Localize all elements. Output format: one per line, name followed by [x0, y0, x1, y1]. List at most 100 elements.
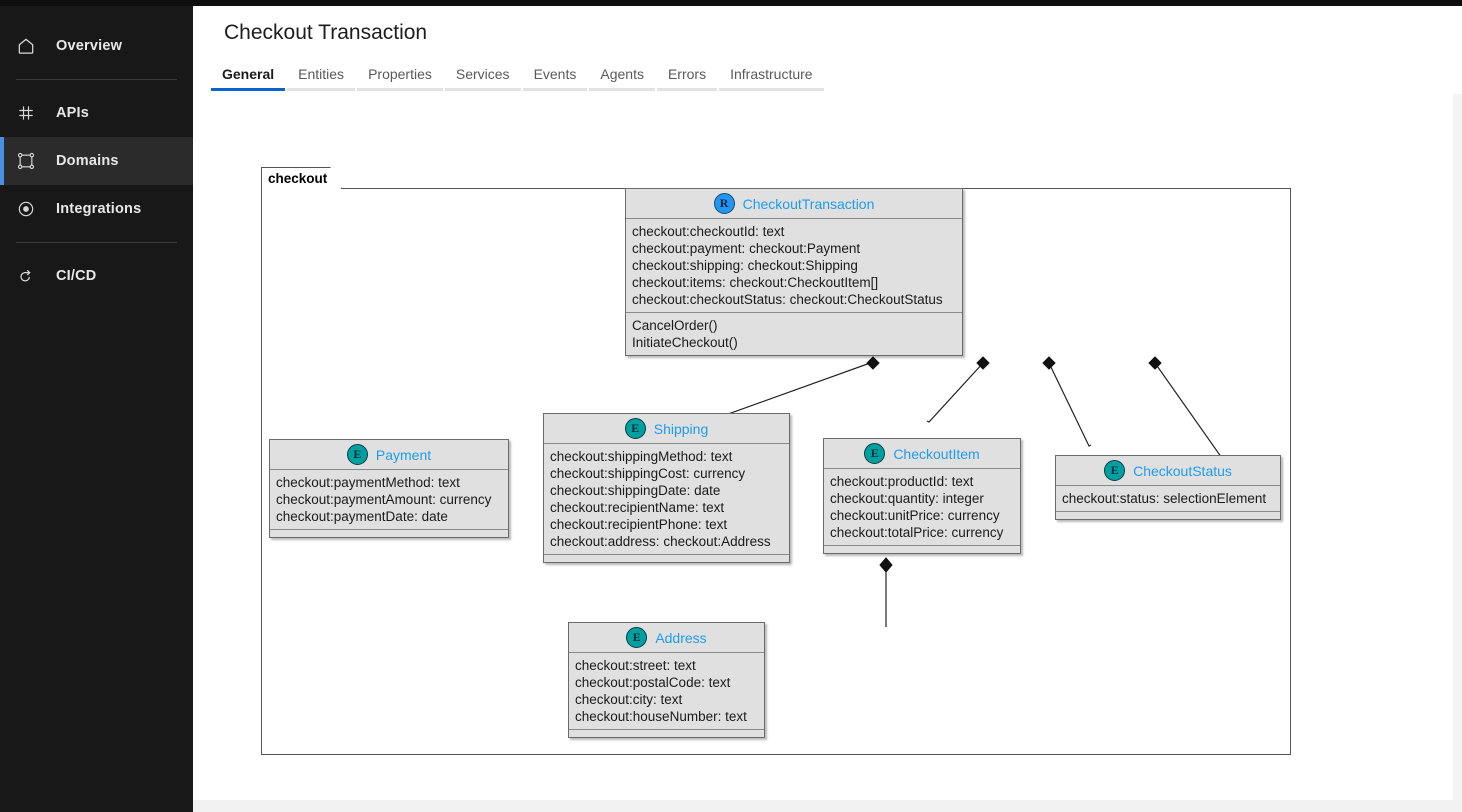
uml-class-name: Payment: [376, 447, 431, 463]
uml-attribute: checkout:shippingDate: date: [550, 482, 784, 499]
uml-attribute: checkout:productId: text: [830, 473, 1015, 490]
uml-operation-list: [569, 729, 764, 737]
sidebar-item-label: Integrations: [56, 202, 141, 217]
cycle-arrow-icon: [14, 264, 38, 288]
uml-attribute: checkout:totalPrice: currency: [830, 524, 1015, 541]
uml-attribute: checkout:quantity: integer: [830, 490, 1015, 507]
edge-checkouttransaction-checkoutitem: [1049, 363, 1091, 446]
composition-diamond-payment: [867, 357, 879, 369]
tab-infrastructure[interactable]: Infrastructure: [718, 60, 824, 91]
uml-attribute-list: checkout:paymentMethod: text checkout:pa…: [270, 470, 508, 529]
uml-attribute: checkout:shippingMethod: text: [550, 448, 784, 465]
uml-operation-list: [1056, 511, 1280, 519]
sidebar-item-apis[interactable]: APIs: [0, 89, 193, 137]
tab-agents[interactable]: Agents: [588, 60, 656, 91]
uml-attribute: checkout:payment: checkout:Payment: [632, 240, 957, 257]
tab-properties[interactable]: Properties: [356, 60, 444, 91]
uml-class-name: CheckoutItem: [893, 446, 979, 462]
uml-attribute: checkout:status: selectionElement: [1062, 490, 1275, 507]
uml-class-header: E Payment: [270, 440, 508, 470]
uml-attribute: checkout:postalCode: text: [575, 674, 759, 691]
uml-class-name: Address: [655, 630, 706, 646]
uml-class-name: Shipping: [654, 421, 709, 437]
uml-class-checkouttransaction[interactable]: R CheckoutTransaction checkout:checkoutI…: [625, 188, 963, 356]
vertical-scrollbar[interactable]: [1453, 94, 1462, 800]
sidebar-item-label: Domains: [56, 154, 119, 169]
uml-operation-list: [270, 529, 508, 537]
uml-attribute: checkout:items: checkout:CheckoutItem[]: [632, 274, 957, 291]
sidebar-divider: [16, 242, 177, 243]
uml-attribute: checkout:checkoutStatus: checkout:Checko…: [632, 291, 957, 308]
target-icon: [14, 197, 38, 221]
entity-badge-icon: E: [347, 444, 368, 465]
uml-attribute-list: checkout:checkoutId: text checkout:payme…: [626, 219, 962, 312]
uml-attribute: checkout:street: text: [575, 657, 759, 674]
uml-attribute: checkout:checkoutId: text: [632, 223, 957, 240]
entity-badge-icon: E: [864, 443, 885, 464]
uml-class-header: R CheckoutTransaction: [626, 189, 962, 219]
uml-attribute-list: checkout:shippingMethod: text checkout:s…: [544, 444, 789, 554]
tab-services[interactable]: Services: [444, 60, 522, 91]
tab-bar: General Entities Properties Services Eve…: [210, 60, 825, 91]
domain-icon: [14, 149, 38, 173]
uml-attribute: checkout:recipientName: text: [550, 499, 784, 516]
sidebar-divider: [16, 79, 177, 80]
uml-attribute: checkout:paymentAmount: currency: [276, 491, 503, 508]
uml-attribute: checkout:recipientPhone: text: [550, 516, 784, 533]
uml-operation: CancelOrder(): [632, 317, 957, 334]
sidebar-item-cicd[interactable]: CI/CD: [0, 252, 193, 300]
uml-operation-list: CancelOrder() InitiateCheckout(): [626, 312, 962, 355]
uml-attribute: checkout:shippingCost: currency: [550, 465, 784, 482]
uml-class-checkoutitem[interactable]: E CheckoutItem checkout:productId: text …: [823, 438, 1021, 554]
tab-errors[interactable]: Errors: [656, 60, 718, 91]
package-label: checkout: [261, 167, 342, 189]
page-title: Checkout Transaction: [224, 21, 427, 45]
sidebar-item-label: Overview: [56, 39, 122, 54]
uml-class-address[interactable]: E Address checkout:street: text checkout…: [568, 622, 765, 738]
tab-events[interactable]: Events: [522, 60, 589, 91]
root-entity-badge-icon: R: [714, 193, 735, 214]
uml-operation: InitiateCheckout(): [632, 334, 957, 351]
uml-class-header: E Address: [569, 623, 764, 653]
composition-diamond-checkoutitem: [1043, 357, 1055, 369]
uml-class-header: E CheckoutItem: [824, 439, 1020, 469]
bottom-strip: [193, 800, 1462, 812]
uml-class-header: E Shipping: [544, 414, 789, 444]
hash-icon: [14, 101, 38, 125]
composition-diamond-address: [880, 558, 892, 572]
home-icon: [14, 34, 38, 58]
uml-operation-list: [824, 545, 1020, 553]
sidebar-item-integrations[interactable]: Integrations: [0, 185, 193, 233]
sidebar-item-label: APIs: [56, 106, 89, 121]
main-content: Checkout Transaction General Entities Pr…: [193, 6, 1462, 812]
uml-class-checkoutstatus[interactable]: E CheckoutStatus checkout:status: select…: [1055, 455, 1281, 520]
uml-attribute-list: checkout:productId: text checkout:quanti…: [824, 469, 1020, 545]
uml-attribute: checkout:unitPrice: currency: [830, 507, 1015, 524]
uml-attribute-list: checkout:street: text checkout:postalCod…: [569, 653, 764, 729]
uml-attribute: checkout:shipping: checkout:Shipping: [632, 257, 957, 274]
edge-checkouttransaction-checkoutstatus: [1155, 363, 1226, 461]
uml-attribute: checkout:paymentDate: date: [276, 508, 503, 525]
edge-checkouttransaction-shipping: [927, 363, 983, 422]
sidebar-nav: Overview APIs Domains: [0, 6, 193, 812]
uml-class-payment[interactable]: E Payment checkout:paymentMethod: text c…: [269, 439, 509, 538]
uml-class-shipping[interactable]: E Shipping checkout:shippingMethod: text…: [543, 413, 790, 563]
entity-badge-icon: E: [626, 627, 647, 648]
entity-badge-icon: E: [1104, 460, 1125, 481]
sidebar-item-domains[interactable]: Domains: [0, 137, 193, 185]
tab-entities[interactable]: Entities: [286, 60, 356, 91]
uml-attribute: checkout:paymentMethod: text: [276, 474, 503, 491]
tab-general[interactable]: General: [210, 60, 286, 91]
uml-attribute: checkout:city: text: [575, 691, 759, 708]
uml-class-name: CheckoutTransaction: [743, 196, 875, 212]
sidebar-item-label: CI/CD: [56, 269, 96, 284]
uml-attribute: checkout:houseNumber: text: [575, 708, 759, 725]
sidebar-item-overview[interactable]: Overview: [0, 22, 193, 70]
uml-class-header: E CheckoutStatus: [1056, 456, 1280, 486]
diagram-panel: checkout: [210, 94, 1453, 800]
uml-class-diagram: checkout: [251, 167, 1282, 755]
entity-badge-icon: E: [625, 418, 646, 439]
uml-class-name: CheckoutStatus: [1133, 463, 1232, 479]
composition-diamond-checkoutstatus: [1149, 357, 1161, 369]
